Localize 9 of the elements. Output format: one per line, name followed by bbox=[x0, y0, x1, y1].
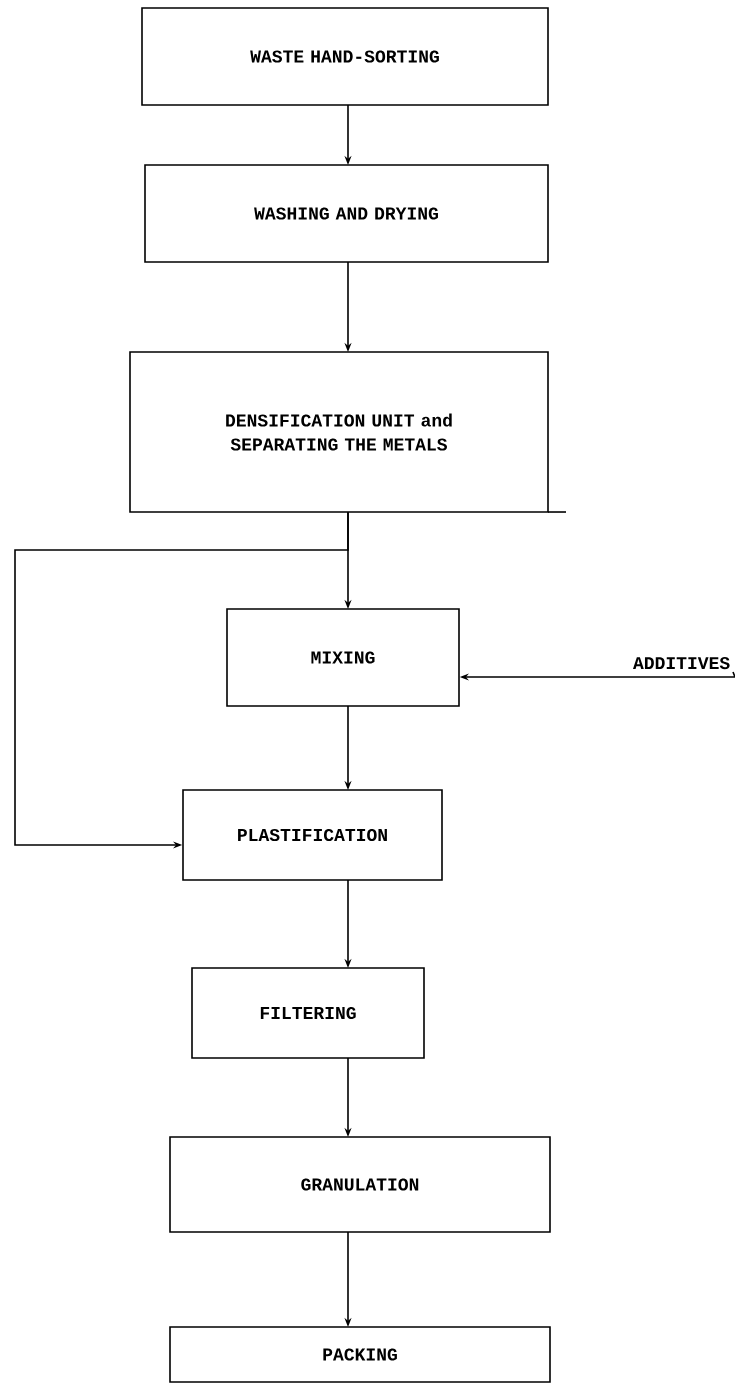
process-box: FILTERING bbox=[191, 967, 425, 1059]
process-box: PLASTIFICATION bbox=[182, 789, 443, 881]
process-box: GRANULATION bbox=[169, 1136, 551, 1233]
process-box: DENSIFICATION UNIT and SEPARATING THE METALS bbox=[129, 351, 549, 513]
process-box: WASTE HAND-SORTING bbox=[141, 7, 549, 106]
input-label: ADDITIVES bbox=[633, 657, 730, 670]
process-box: MIXING bbox=[226, 608, 460, 707]
process-box: WASHING AND DRYING bbox=[144, 164, 549, 263]
process-box: PACKING bbox=[169, 1326, 551, 1383]
